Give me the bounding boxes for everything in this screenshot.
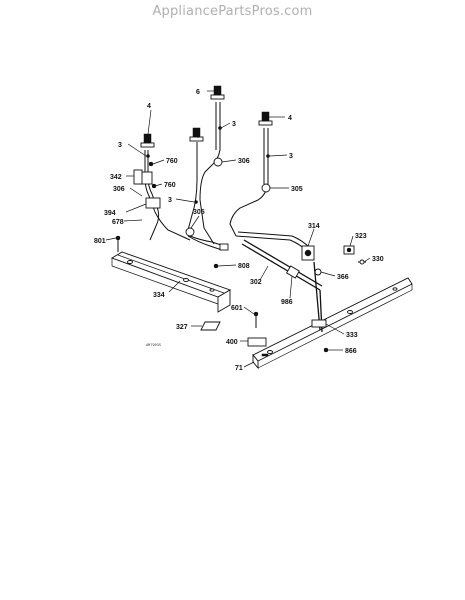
callout-601: 601 bbox=[231, 305, 243, 312]
callout-4-right: 4 bbox=[288, 115, 292, 122]
callout-366: 366 bbox=[337, 274, 349, 281]
callout-327: 327 bbox=[176, 324, 188, 331]
burner-tube-center bbox=[199, 102, 223, 245]
callout-3-center: 3 bbox=[168, 197, 172, 204]
manifold-bracket-left bbox=[110, 251, 232, 313]
callout-4-center: 4 bbox=[195, 132, 199, 139]
part-323 bbox=[343, 245, 355, 255]
callout-986: 986 bbox=[281, 299, 293, 306]
callout-323: 323 bbox=[355, 233, 367, 240]
leader-lines bbox=[105, 90, 371, 368]
callout-71: 71 bbox=[235, 365, 243, 372]
callout-302: 302 bbox=[250, 279, 262, 286]
callout-3-top: 3 bbox=[232, 121, 236, 128]
fitting-986 bbox=[286, 265, 300, 279]
callout-394: 394 bbox=[104, 210, 116, 217]
part-330 bbox=[358, 259, 366, 265]
callout-306-center: 306 bbox=[238, 158, 250, 165]
callout-866: 866 bbox=[345, 348, 357, 355]
callout-314: 314 bbox=[308, 223, 320, 230]
callout-678: 678 bbox=[112, 219, 124, 226]
callout-808: 808 bbox=[238, 263, 250, 270]
orifice-hood-center bbox=[189, 127, 204, 142]
burner-tube-center-left bbox=[185, 142, 229, 251]
fastener-3d bbox=[194, 200, 198, 204]
callout-342: 342 bbox=[110, 174, 122, 181]
callout-760-mid: 760 bbox=[164, 182, 176, 189]
callout-6: 6 bbox=[196, 89, 200, 96]
callout-333: 333 bbox=[346, 332, 358, 339]
bracket-342 bbox=[133, 169, 143, 185]
callout-334: 334 bbox=[153, 292, 165, 299]
fastener-3c bbox=[266, 154, 270, 158]
diagram-code: AM79035 bbox=[146, 344, 161, 348]
callout-400: 400 bbox=[226, 339, 238, 346]
valve-314 bbox=[301, 245, 315, 261]
orifice-hood-top-6 bbox=[210, 85, 225, 100]
watermark: AppliancePartsPros.com bbox=[152, 4, 313, 19]
orifice-hood-right bbox=[258, 111, 273, 126]
callout-labels: 4 6 4 3 3 4 760 342 306 760 306 3 3 305 … bbox=[94, 89, 384, 372]
callout-801: 801 bbox=[94, 238, 106, 245]
callout-3-left: 3 bbox=[118, 142, 122, 149]
callout-306-left: 306 bbox=[113, 186, 125, 193]
manifold-bracket-right bbox=[252, 277, 413, 370]
callout-4-top-left: 4 bbox=[147, 103, 151, 110]
callout-305-right: 305 bbox=[291, 186, 303, 193]
callout-3-right: 3 bbox=[289, 153, 293, 160]
screw-866 bbox=[323, 347, 329, 353]
part-366 bbox=[314, 268, 322, 276]
part-327 bbox=[200, 321, 221, 331]
burner-tube-left bbox=[137, 150, 191, 241]
callout-330: 330 bbox=[372, 256, 384, 263]
screw-601 bbox=[253, 311, 259, 328]
part-333 bbox=[311, 319, 327, 328]
callout-305-center: 305 bbox=[193, 209, 205, 216]
fastener-3a bbox=[146, 154, 150, 158]
fastener-3b bbox=[218, 126, 222, 130]
part-400 bbox=[247, 337, 267, 347]
callout-760-top: 760 bbox=[166, 158, 178, 165]
screw-808 bbox=[213, 263, 219, 269]
screw-801 bbox=[115, 235, 121, 252]
orifice-hood-top-left bbox=[140, 133, 155, 148]
